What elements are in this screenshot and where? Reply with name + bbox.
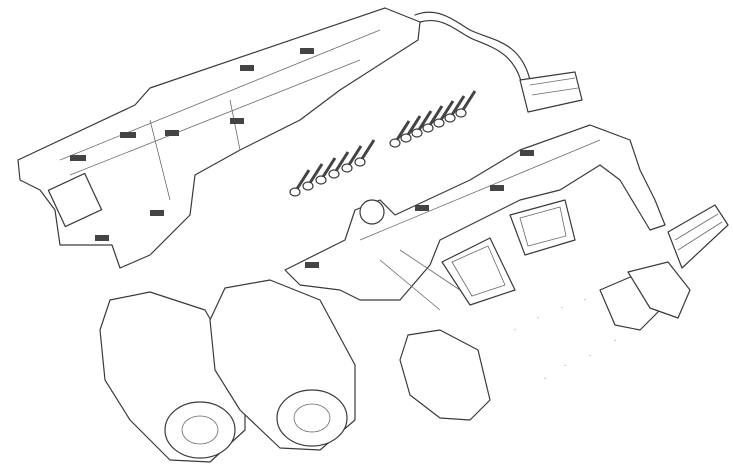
lower-circuit-plate (284, 124, 666, 311)
screw (444, 95, 466, 123)
screw (341, 145, 363, 173)
screw (354, 139, 376, 167)
screw (411, 110, 433, 138)
pins (513, 298, 617, 380)
screw (455, 90, 477, 118)
clips (599, 261, 691, 331)
screws (289, 90, 477, 197)
screw (433, 100, 455, 128)
screw (422, 105, 444, 133)
upper-wire-harness (414, 11, 583, 113)
upper-circuit-plate (17, 7, 421, 269)
screw (315, 157, 337, 185)
solenoids (99, 279, 491, 463)
lower-connector (667, 204, 729, 269)
screw (328, 151, 350, 179)
gaskets (441, 199, 576, 306)
screw (389, 120, 411, 148)
screw (289, 169, 311, 197)
screw (400, 115, 422, 143)
screw (302, 163, 324, 191)
